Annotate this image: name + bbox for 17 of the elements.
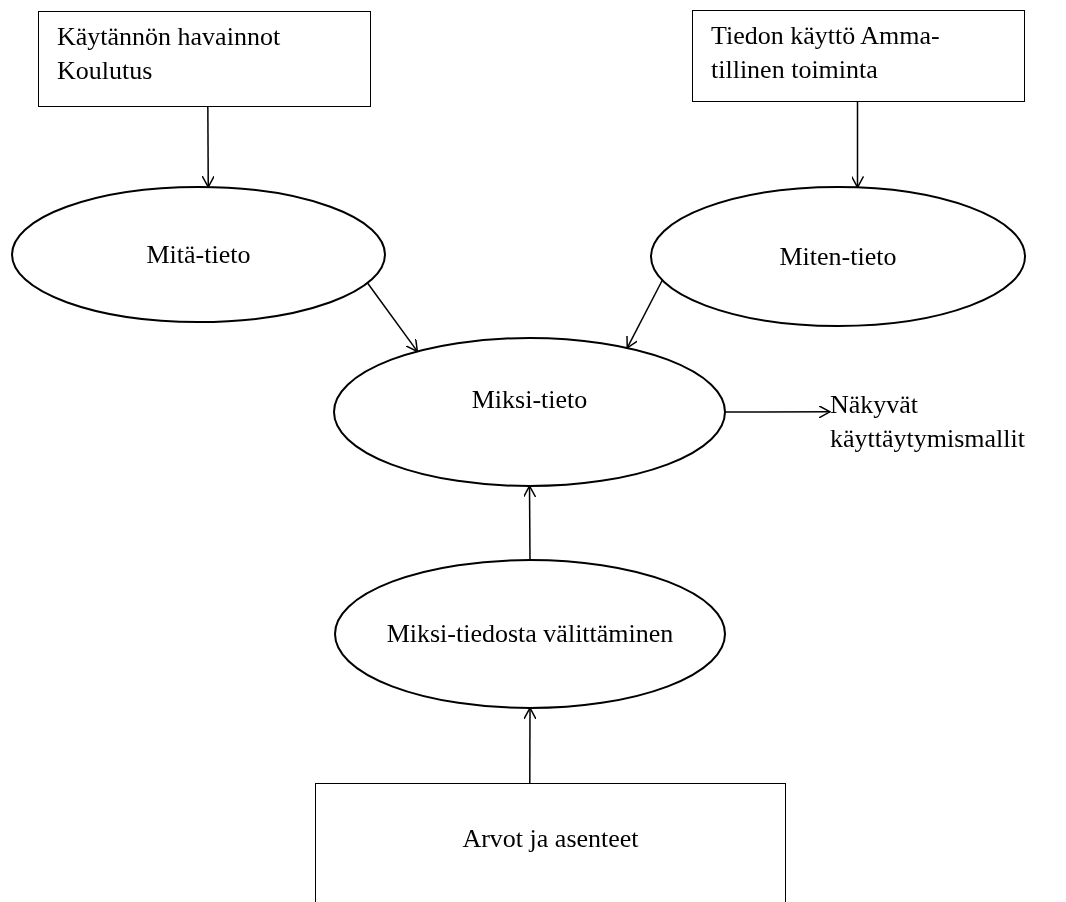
arrow [523,707,537,784]
arrow [522,485,537,561]
arrow [850,101,865,189]
node-label: Miksi-tieto [471,384,588,416]
node-label: Miksi-tiedosta välittäminen [386,618,674,650]
node-label: Miten-tieto [779,240,897,273]
node-label: Arvot ja asenteet [462,823,639,855]
arrow [626,279,664,349]
text-box [38,11,371,107]
node-label: Käytännön havainnot Koulutus [57,21,282,87]
arrow [201,106,215,188]
text-box [692,10,1025,102]
node-label: Tiedon käyttö Amma- tillinen toiminta [711,20,941,86]
text-box [315,783,786,902]
node-label: Mitä-tieto [146,238,251,271]
node-label: Näkyvät käyttäytymismallit [830,389,1026,455]
arrow [366,282,419,353]
